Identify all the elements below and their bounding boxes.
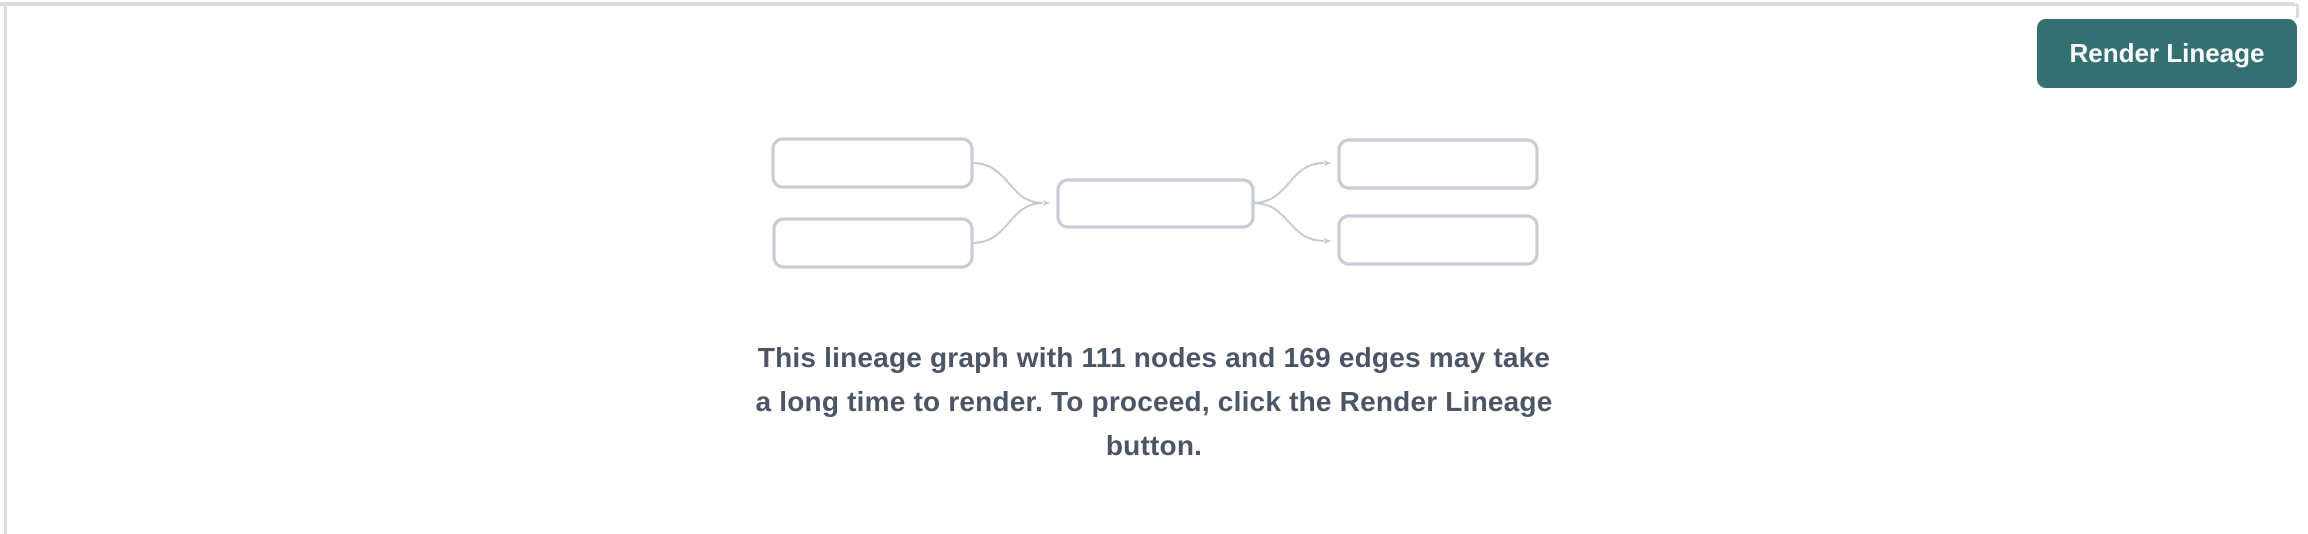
render-warning-line-1: This lineage graph with 111 nodes and 16… [757,342,1551,373]
lineage-placeholder-graph [744,130,1564,280]
placeholder-node-downstream-bottom [1337,214,1539,266]
render-warning-line-2: a long time to render. To proceed, click… [755,386,1553,417]
placeholder-node-upstream-bottom [772,217,974,269]
render-lineage-button-label: Render Lineage [2069,38,2265,68]
placeholder-node-upstream-top [771,137,974,189]
render-lineage-button[interactable]: Render Lineage [2037,19,2297,88]
placeholder-node-center [1056,178,1255,229]
panel-right-border [2296,3,2299,18]
placeholder-edge-downstream-top [1252,159,1331,204]
render-warning-line-3: button. [1105,430,1203,461]
panel-left-border [4,2,7,534]
placeholder-edge-upstream-bottom [971,202,1044,244]
placeholder-edge-downstream-bottom [1252,202,1331,245]
lineage-placeholder-svg [771,137,1539,269]
placeholder-edge-upstream-top [971,162,1050,207]
render-warning-message: This lineage graph with 111 nodes and 16… [0,336,2308,468]
placeholder-node-downstream-top [1337,138,1539,190]
panel-top-border [0,2,2296,6]
